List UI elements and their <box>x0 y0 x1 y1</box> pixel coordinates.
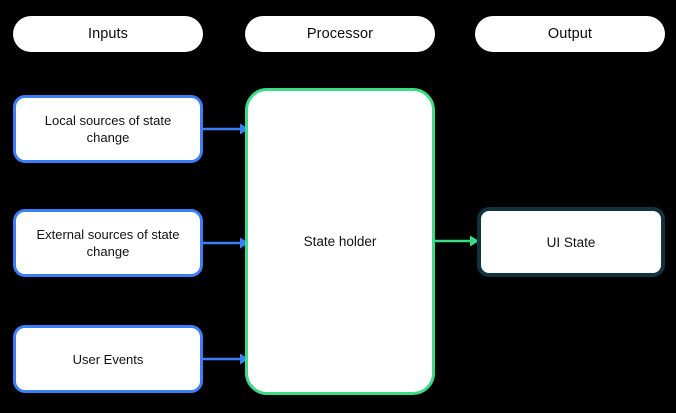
arrow-local-sources-to-state-holder <box>203 122 249 136</box>
column-header-processor: Processor <box>245 16 435 52</box>
input-node-local-sources: Local sources of state change <box>13 95 203 163</box>
output-node-ui-state: UI State <box>477 207 665 277</box>
arrow-user-events-to-state-holder <box>203 352 249 366</box>
input-node-user-events-label: User Events <box>72 351 144 367</box>
column-header-inputs: Inputs <box>13 16 203 52</box>
arrow-external-sources-to-state-holder <box>203 236 249 250</box>
processor-node-state-holder-label: State holder <box>303 234 377 249</box>
arrow-state-holder-to-ui-state <box>433 234 479 248</box>
input-node-local-sources-label: Local sources of state change <box>44 113 172 145</box>
processor-node-state-holder: State holder <box>245 88 435 395</box>
input-node-external-sources: External sources of state change <box>13 209 203 277</box>
input-node-user-events: User Events <box>13 325 203 393</box>
column-header-output: Output <box>475 16 665 52</box>
input-node-external-sources-label: External sources of state change <box>36 227 180 259</box>
output-node-ui-state-label: UI State <box>546 234 596 250</box>
